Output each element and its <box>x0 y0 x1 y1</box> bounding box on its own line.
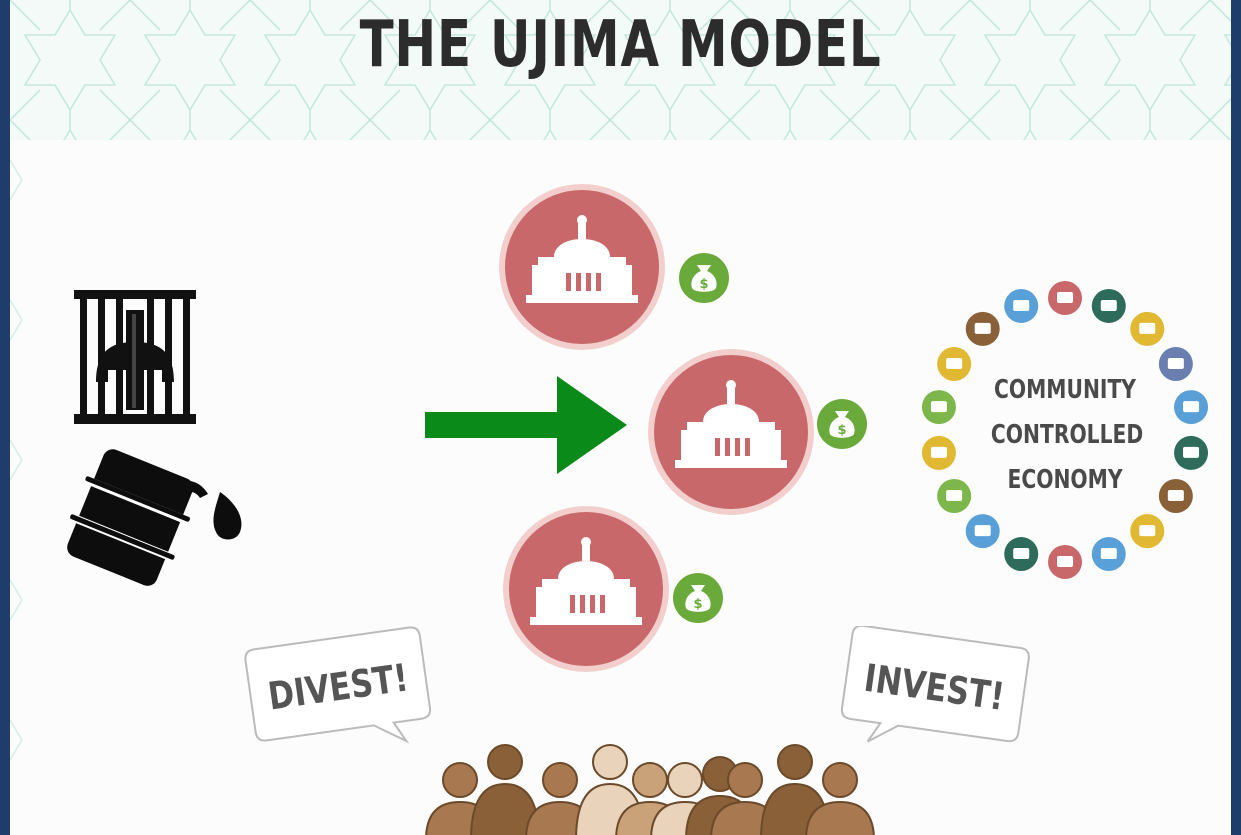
document-icon <box>1174 390 1209 425</box>
hands-icon <box>937 347 972 381</box>
svg-text:$: $ <box>693 597 702 612</box>
person-icon <box>470 744 540 835</box>
hands-icon <box>1158 479 1193 513</box>
divest-speech-bubble: DIVEST! <box>244 626 432 744</box>
page-title: THE UJIMA MODEL <box>359 8 882 82</box>
capitol-building-icon-center <box>648 349 814 515</box>
crowd-icon <box>425 744 875 835</box>
hands-icon <box>1130 514 1165 549</box>
capitol-icon <box>1048 545 1082 579</box>
community-icon-ring <box>921 281 1209 579</box>
hands-icon <box>921 435 956 470</box>
svg-text:$: $ <box>699 277 708 292</box>
handshake-icon <box>1158 347 1193 381</box>
capitol-building-icon-bottom <box>503 506 669 672</box>
person-icon <box>805 762 875 835</box>
people-icon <box>921 390 956 425</box>
arrow-right-icon <box>425 376 627 474</box>
diagram-canvas: THE UJIMA MODEL <box>10 0 1231 835</box>
hand-coin-icon <box>1091 288 1126 323</box>
invest-speech-bubble: INVEST! <box>840 626 1030 743</box>
money-bag-icon-bottom: $ <box>673 573 723 623</box>
side-pattern <box>10 159 23 761</box>
hand-coin-icon <box>1004 537 1039 572</box>
community-line-2: CONTROLLED <box>990 420 1144 450</box>
capitol-icon <box>1048 281 1082 315</box>
community-line-1: COMMUNITY <box>993 375 1136 405</box>
document-icon <box>1004 288 1039 323</box>
people-icon <box>937 479 972 513</box>
money-bag-icon-center: $ <box>817 399 867 449</box>
geometric-pattern-band <box>10 0 1231 140</box>
svg-text:$: $ <box>837 423 846 438</box>
hands-icon <box>1130 311 1165 346</box>
hand-coin-icon <box>1174 435 1209 470</box>
document-icon <box>1091 537 1126 572</box>
capitol-building-icon-top <box>499 184 665 350</box>
money-bag-icon-top: $ <box>679 253 729 303</box>
community-line-3: ECONOMY <box>1007 465 1123 495</box>
hands-icon <box>965 311 1000 346</box>
document-icon <box>965 514 1000 549</box>
community-controlled-economy-label: COMMUNITY CONTROLLED ECONOMY <box>990 368 1144 503</box>
prison-icon <box>74 290 196 424</box>
oil-barrel-icon <box>67 449 242 586</box>
